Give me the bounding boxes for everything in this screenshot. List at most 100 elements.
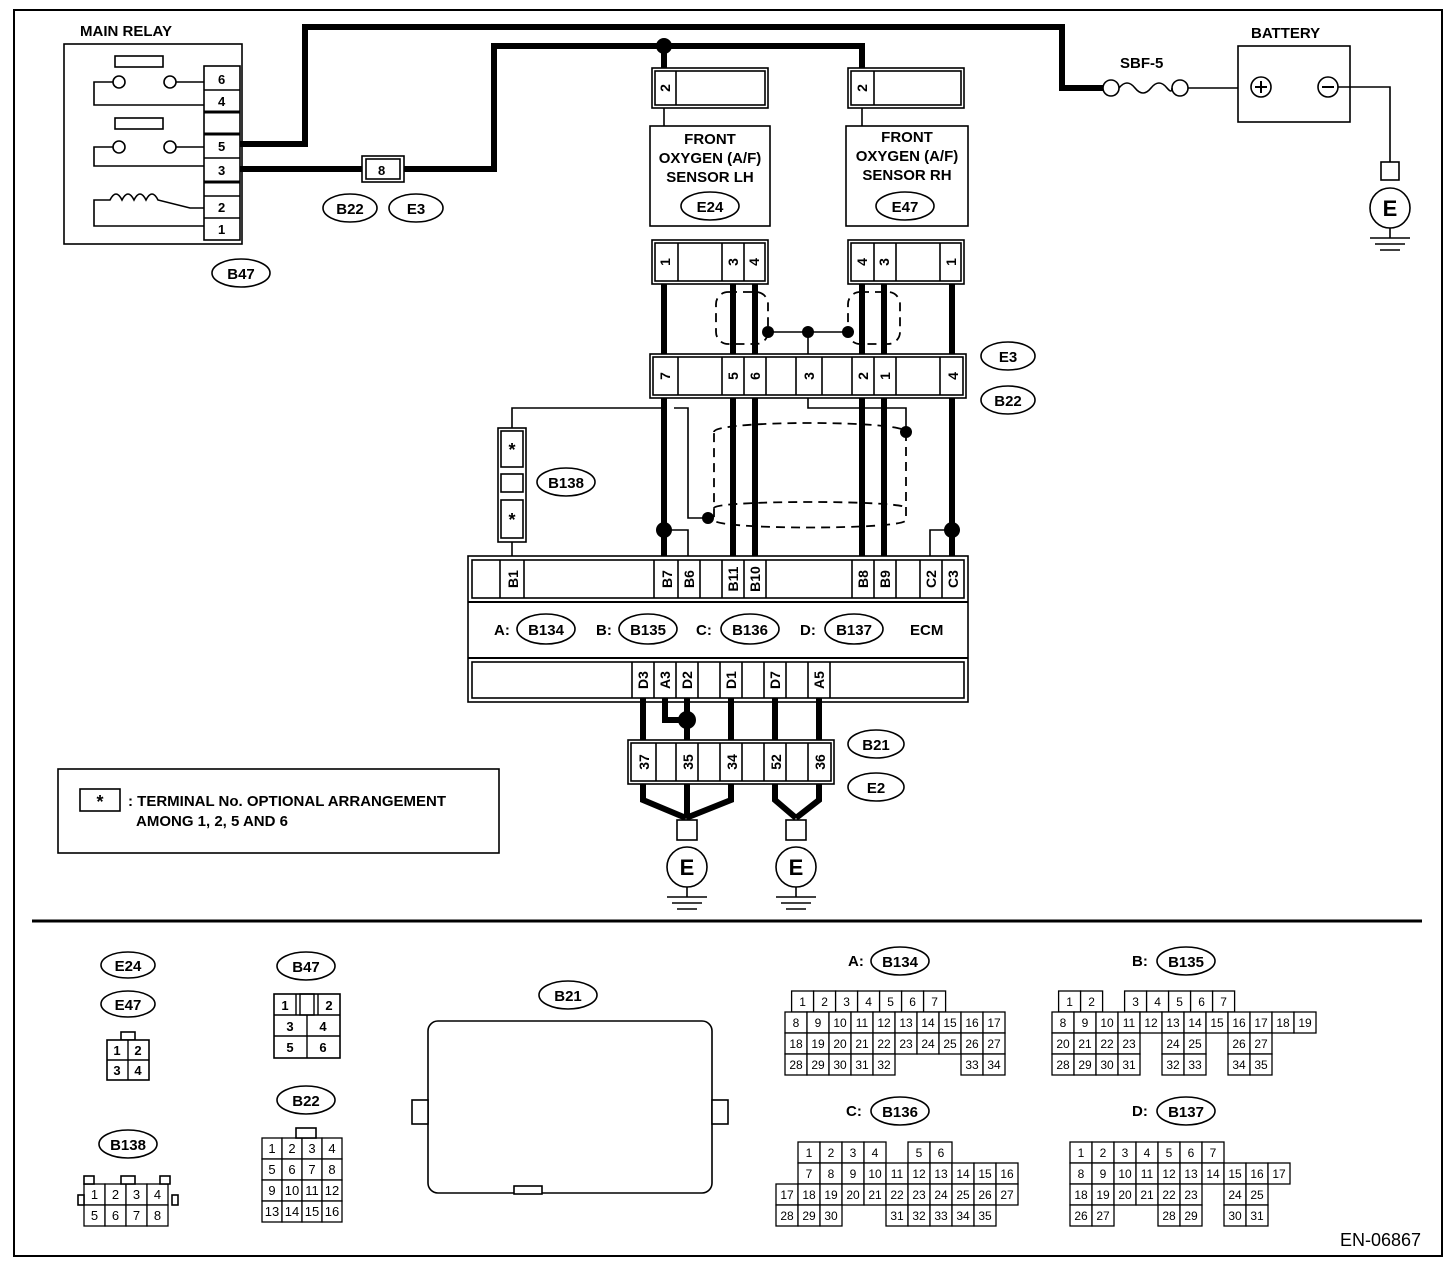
b134-cell-8: 8 bbox=[793, 1016, 800, 1030]
b137-prefix: D: bbox=[1132, 1103, 1148, 1120]
b135-cell-3: 3 bbox=[1132, 995, 1139, 1009]
rh-line2: OXYGEN (A/F) bbox=[856, 148, 959, 165]
b22-cell-12: 12 bbox=[325, 1183, 339, 1198]
b135-cell-9: 9 bbox=[1082, 1016, 1089, 1030]
fuse-sbf5: SBF-5 bbox=[1102, 55, 1238, 97]
b136-cell-27: 27 bbox=[1000, 1188, 1014, 1202]
view-e24-e47: E24 E47 1 2 3 4 bbox=[100, 951, 156, 1081]
b134-cell-6: 6 bbox=[909, 995, 916, 1009]
ecm-pin-d2: D2 bbox=[679, 671, 695, 689]
b135-prefix: B: bbox=[1132, 953, 1148, 970]
b138-cell-7: 7 bbox=[133, 1208, 140, 1223]
b135-cell-21: 21 bbox=[1078, 1037, 1092, 1051]
b135-cell-29: 29 bbox=[1078, 1058, 1092, 1072]
b136-cell-2: 2 bbox=[828, 1146, 835, 1160]
b138-cell-4: 4 bbox=[154, 1187, 161, 1202]
b135-cell-35: 35 bbox=[1254, 1058, 1268, 1072]
b21-pin-34: 34 bbox=[724, 754, 740, 770]
b137-cell-1: 1 bbox=[1078, 1146, 1085, 1160]
b138-mark-1: * bbox=[508, 440, 515, 460]
e24-cell-1: 1 bbox=[113, 1043, 120, 1058]
legend: * : TERMINAL No. OPTIONAL ARRANGEMENT AM… bbox=[57, 768, 500, 854]
b47-cell-3: 3 bbox=[286, 1019, 293, 1034]
ground-right: E bbox=[772, 784, 822, 910]
joint-b22-label: B22 bbox=[336, 201, 364, 218]
battery: BATTERY E bbox=[1237, 25, 1411, 251]
b134-cell-14: 14 bbox=[921, 1016, 935, 1030]
b135-cell-34: 34 bbox=[1232, 1058, 1246, 1072]
b137-cell-9: 9 bbox=[1100, 1167, 1107, 1181]
wire-relay5-fuse bbox=[240, 24, 1103, 147]
b135-cell-20: 20 bbox=[1056, 1037, 1070, 1051]
b134-cell-16: 16 bbox=[965, 1016, 979, 1030]
rh-line3: SENSOR RH bbox=[862, 167, 951, 184]
b134-cell-33: 33 bbox=[965, 1058, 979, 1072]
b137-cell-5: 5 bbox=[1166, 1146, 1173, 1160]
b137-cell-31: 31 bbox=[1250, 1209, 1264, 1223]
ecm-prefix-a: A: bbox=[494, 622, 510, 639]
battery-title: BATTERY bbox=[1251, 25, 1320, 42]
b136-cell-29: 29 bbox=[802, 1209, 816, 1223]
ground-e-left: E bbox=[680, 855, 695, 880]
b137-cell-10: 10 bbox=[1118, 1167, 1132, 1181]
b137-cell-14: 14 bbox=[1206, 1167, 1220, 1181]
relay-pin-1: 1 bbox=[218, 222, 225, 237]
lh-connector-label: E24 bbox=[697, 199, 724, 216]
b136-cell-13: 13 bbox=[934, 1167, 948, 1181]
b135-cell-24: 24 bbox=[1166, 1037, 1180, 1051]
ground-e-right: E bbox=[789, 855, 804, 880]
b47-cell-5: 5 bbox=[286, 1040, 293, 1055]
b134-cell-22: 22 bbox=[877, 1037, 891, 1051]
hj-e3-label: E3 bbox=[999, 349, 1017, 366]
b137-cell-21: 21 bbox=[1140, 1188, 1154, 1202]
ecm-pin-b1: B1 bbox=[505, 570, 521, 588]
b22-cell-3: 3 bbox=[308, 1141, 315, 1156]
b136-cell-11: 11 bbox=[891, 1167, 904, 1181]
b134-cell-box bbox=[872, 1053, 896, 1076]
sensor-lh: 2 FRONT OXYGEN (A/F) SENSOR LH E24 1 3 4 bbox=[649, 67, 771, 285]
e2-label: E2 bbox=[867, 780, 885, 797]
b137-cell-box bbox=[1091, 1204, 1115, 1227]
b137-cell-18: 18 bbox=[1074, 1188, 1088, 1202]
b135-cell-14: 14 bbox=[1188, 1016, 1202, 1030]
b135-cell-box bbox=[1117, 1053, 1141, 1076]
ecm-pin-b11: B11 bbox=[725, 566, 741, 591]
b136-cell-32: 32 bbox=[912, 1209, 926, 1223]
b136-cell-5: 5 bbox=[916, 1146, 923, 1160]
b134-cell-10: 10 bbox=[833, 1016, 847, 1030]
b134-cell-11: 11 bbox=[856, 1016, 869, 1030]
rh-pin-4: 4 bbox=[854, 258, 870, 266]
b137-cell-27: 27 bbox=[1096, 1209, 1110, 1223]
b136-cell-box bbox=[819, 1204, 843, 1227]
b138-cell-6: 6 bbox=[112, 1208, 119, 1223]
b137-cell-23: 23 bbox=[1184, 1188, 1198, 1202]
b134-cell-13: 13 bbox=[899, 1016, 913, 1030]
b22-cell-4: 4 bbox=[328, 1141, 335, 1156]
hj-pin-7: 7 bbox=[657, 372, 673, 380]
b22-cell-10: 10 bbox=[285, 1183, 299, 1198]
b137-cell-2: 2 bbox=[1100, 1146, 1107, 1160]
figure-code: EN-06867 bbox=[1340, 1230, 1421, 1250]
b135-cell-31: 31 bbox=[1122, 1058, 1136, 1072]
legend-symbol: * bbox=[96, 792, 103, 812]
b136-cell-3: 3 bbox=[850, 1146, 857, 1160]
ecm-ground-wires bbox=[640, 698, 822, 742]
relay-pin-3: 3 bbox=[218, 163, 225, 178]
view-b21: B21 bbox=[411, 980, 729, 1195]
view-b21-label: B21 bbox=[554, 988, 582, 1005]
b134-cell-12: 12 bbox=[877, 1016, 891, 1030]
b134-cell-32: 32 bbox=[877, 1058, 891, 1072]
lh-pin-3: 3 bbox=[725, 258, 741, 266]
b137-cell-6: 6 bbox=[1188, 1146, 1195, 1160]
b21-label: B21 bbox=[862, 737, 890, 754]
b138-mark-2: * bbox=[508, 510, 515, 530]
b137-cell-8: 8 bbox=[1078, 1167, 1085, 1181]
view-b138: B138 bbox=[77, 1129, 179, 1206]
ecm-conn-b135: B135 bbox=[630, 622, 666, 639]
b135-cell-30: 30 bbox=[1100, 1058, 1114, 1072]
view-e24-label: E24 bbox=[115, 958, 142, 975]
b138-cell-5: 5 bbox=[91, 1208, 98, 1223]
b134-prefix: A: bbox=[848, 953, 864, 970]
b47-cell-4: 4 bbox=[319, 1019, 327, 1034]
main-relay-title: MAIN RELAY bbox=[80, 23, 172, 40]
